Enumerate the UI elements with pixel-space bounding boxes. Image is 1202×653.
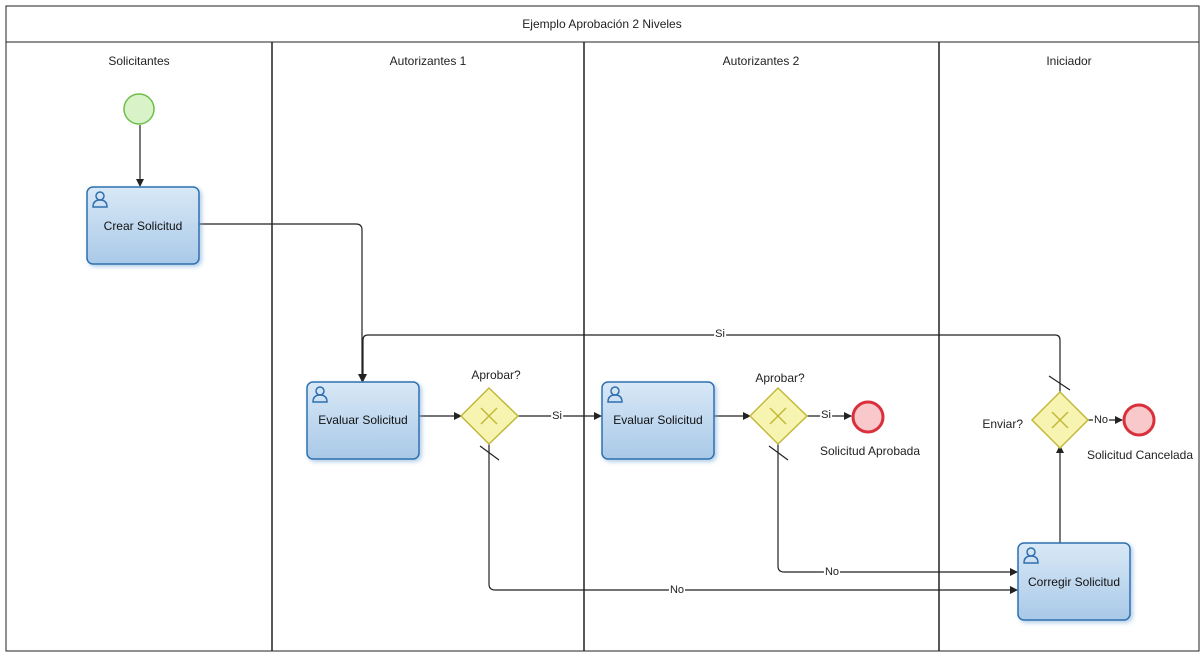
end-event-label-aprobada: Solicitud Aprobada: [819, 444, 921, 458]
flow-label-no-gw2: No: [823, 565, 841, 579]
default-slash-gw1: [479, 445, 500, 461]
default-slash-gw3: [1048, 375, 1071, 391]
end-event-cancelada: [1122, 403, 1156, 437]
lane-label-solicitantes: Solicitantes: [108, 54, 170, 68]
start-event: [123, 93, 155, 125]
user-icon: [607, 386, 623, 403]
exclusive-x-icon: [769, 407, 787, 425]
end-event-label-cancelada: Solicitud Cancelada: [1086, 448, 1194, 462]
flow-label-no-gw1: No: [668, 583, 686, 597]
task-crear-solicitud[interactable]: [86, 186, 200, 265]
gateway-aprobar-1[interactable]: [459, 386, 520, 446]
pool: [5, 5, 1200, 652]
task-label-evaluar-1: Evaluar Solicitud: [318, 413, 408, 427]
task-label-crear: Crear Solicitud: [103, 219, 183, 233]
task-evaluar-solicitud-2[interactable]: [601, 381, 715, 460]
exclusive-x-icon: [480, 407, 498, 425]
flow-label-si-gw1: Si: [551, 409, 563, 423]
gateway-enviar[interactable]: [1030, 390, 1090, 450]
task-evaluar-solicitud-1[interactable]: [306, 381, 420, 460]
task-label-corregir: Corregir Solicitud: [1027, 575, 1121, 589]
default-slash-gw2: [768, 445, 789, 461]
exclusive-x-icon: [1051, 411, 1069, 429]
flow-gw1-no-to-corregir: [488, 444, 1018, 594]
gateway-label-enviar: Enviar?: [982, 417, 1023, 431]
lane-label-autorizantes-1: Autorizantes 1: [389, 54, 467, 68]
end-event-aprobada: [851, 400, 885, 434]
task-label-evaluar-2: Evaluar Solicitud: [613, 413, 703, 427]
task-corregir-solicitud[interactable]: [1017, 542, 1131, 621]
flow-gw2-no-to-corregir: [777, 444, 1018, 576]
gateway-label-aprobar-2: Aprobar?: [755, 371, 805, 385]
lane-label-autorizantes-2: Autorizantes 2: [722, 54, 800, 68]
pool-title: Ejemplo Aprobación 2 Niveles: [522, 17, 682, 31]
flow-label-si-gw2: Si: [820, 408, 832, 422]
flow-label-no-gw3: No: [1092, 413, 1110, 427]
flow-label-si-gw3: Si: [714, 327, 726, 341]
user-icon: [312, 386, 328, 403]
user-icon: [1023, 547, 1039, 564]
lane-label-iniciador: Iniciador: [1046, 54, 1092, 68]
flow-crear-to-evaluar1: [199, 223, 366, 382]
gateway-label-aprobar-1: Aprobar?: [471, 368, 521, 382]
gateway-aprobar-2[interactable]: [748, 386, 809, 446]
user-icon: [92, 191, 108, 208]
flow-gw3-si-to-evaluar1: [359, 334, 1061, 392]
